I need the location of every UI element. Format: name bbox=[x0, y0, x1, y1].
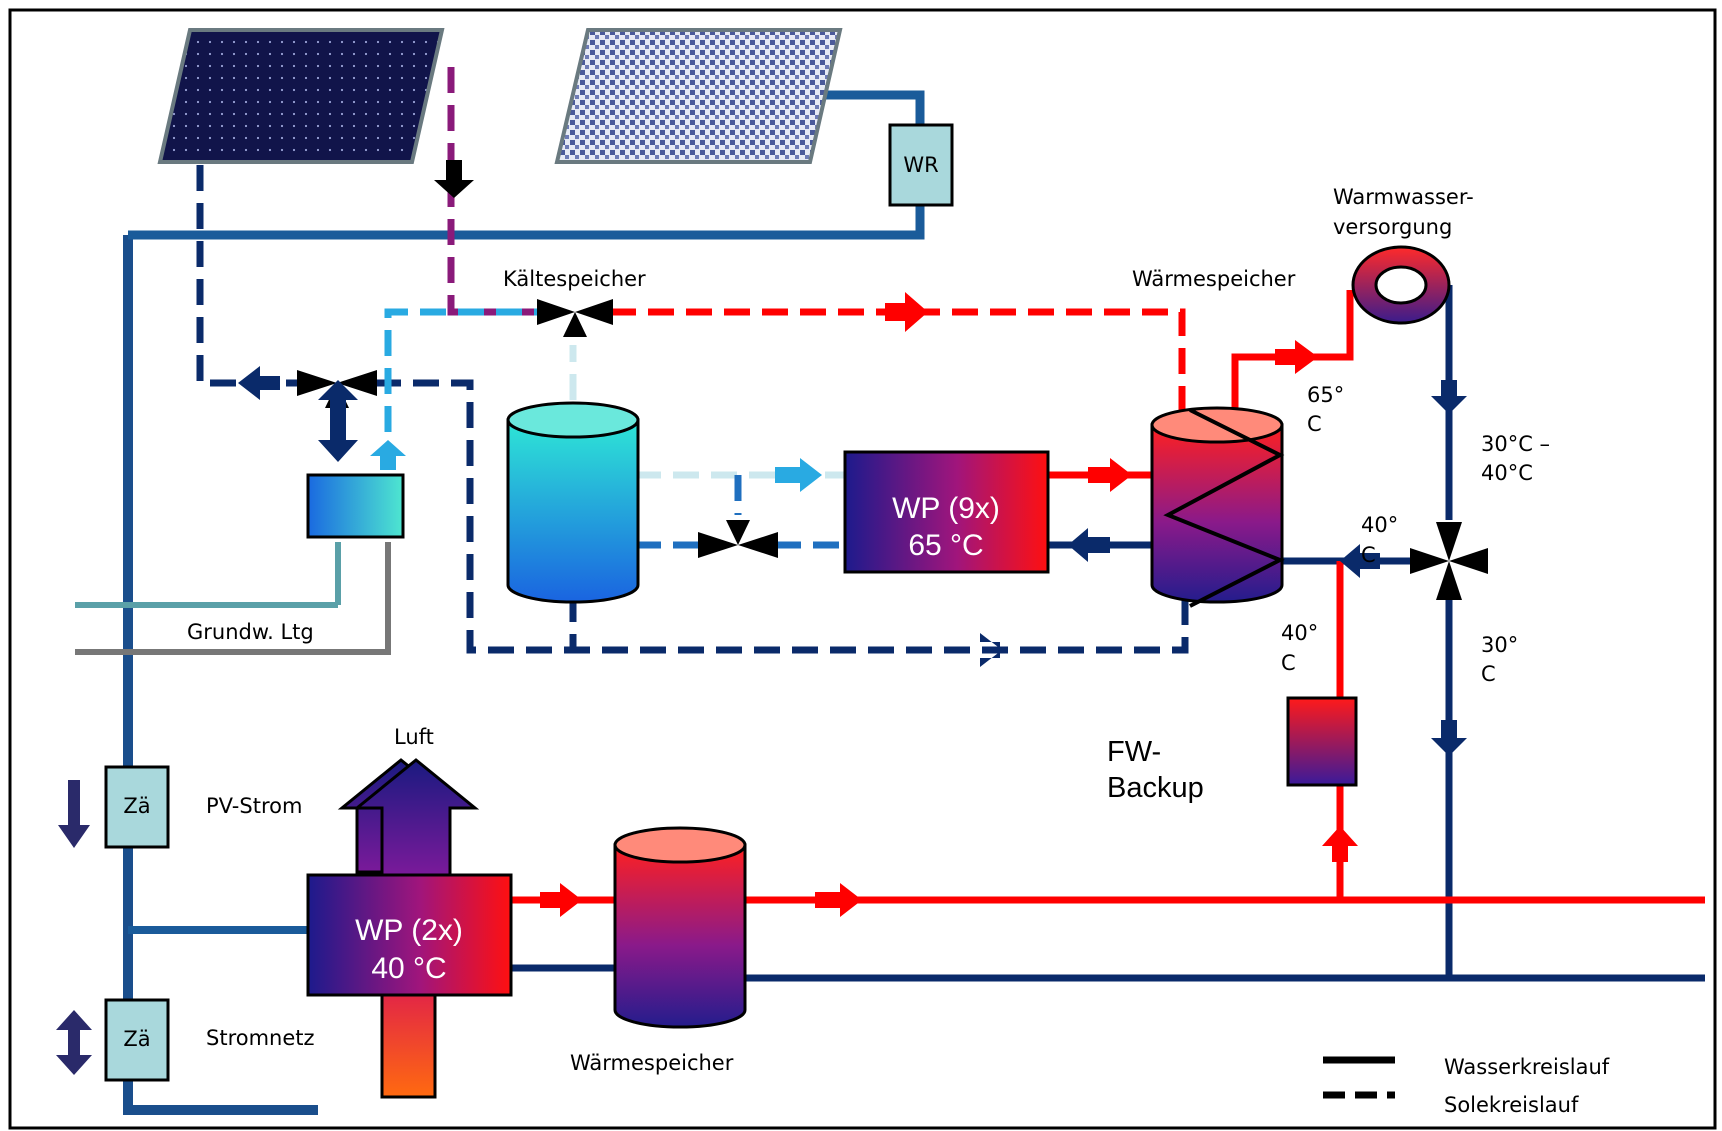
temp-3040-a: 30°C – bbox=[1481, 432, 1550, 456]
label-warmwasser-1: Warmwasser- bbox=[1333, 185, 1474, 209]
legend: Wasserkreislauf Solekreislauf bbox=[1323, 1055, 1610, 1117]
cold-storage-tank bbox=[506, 401, 640, 604]
valve-kaeltespeicher bbox=[537, 299, 613, 337]
heat-storage-tank-bottom bbox=[613, 826, 747, 1029]
temp-30-b: C bbox=[1481, 662, 1496, 686]
heat-pump-9x bbox=[843, 450, 1050, 574]
label-waermespeicher-top: Wärmespeicher bbox=[1132, 267, 1296, 291]
valve-cold-mixing bbox=[698, 520, 778, 558]
pv-panel bbox=[157, 28, 445, 164]
legend-water: Wasserkreislauf bbox=[1444, 1055, 1610, 1079]
temp-65-b: C bbox=[1307, 412, 1322, 436]
diagram-frame bbox=[8, 8, 1717, 1130]
fw-backup-unit bbox=[1286, 696, 1358, 787]
temp-40r-b: C bbox=[1361, 543, 1376, 567]
valve-mixing-right bbox=[1410, 522, 1488, 600]
temp-40l-a: 40° bbox=[1281, 621, 1318, 645]
temp-40l-b: C bbox=[1281, 651, 1296, 675]
label-stromnetz: Stromnetz bbox=[206, 1026, 315, 1050]
temp-65-a: 65° bbox=[1307, 383, 1344, 407]
meter-pv bbox=[104, 765, 170, 849]
label-pv-strom: PV-Strom bbox=[206, 794, 302, 818]
air-inlet-stem bbox=[380, 983, 437, 1099]
label-warmwasser-2: versorgung bbox=[1333, 215, 1452, 239]
temp-30-a: 30° bbox=[1481, 633, 1518, 657]
label-grundw: Grundw. Ltg bbox=[187, 620, 314, 644]
inverter-box bbox=[888, 123, 954, 207]
solar-collector bbox=[554, 28, 843, 164]
meter-grid-label: Zä bbox=[123, 1027, 150, 1051]
legend-brine: Solekreislauf bbox=[1444, 1093, 1579, 1117]
pv-pipes bbox=[123, 90, 925, 1115]
heat-pump-2x-temp: 40 °C bbox=[371, 952, 446, 985]
flow-arrows bbox=[56, 160, 1467, 1075]
temp-40r-a: 40° bbox=[1361, 513, 1398, 537]
heat-pump-2x-name: WP (2x) bbox=[355, 914, 463, 947]
label-fw-2: Backup bbox=[1107, 772, 1204, 804]
heat-pump-9x-name: WP (9x) bbox=[892, 492, 1000, 525]
air-up-arrow bbox=[352, 758, 480, 877]
meter-pv-label: Zä bbox=[123, 794, 150, 818]
heat-pump-2x bbox=[306, 873, 513, 997]
temp-3040-b: 40°C bbox=[1481, 461, 1533, 485]
heat-pump-9x-temp: 65 °C bbox=[908, 529, 983, 562]
label-fw-1: FW- bbox=[1107, 736, 1161, 768]
label-luft: Luft bbox=[394, 725, 434, 749]
meter-grid bbox=[104, 998, 170, 1082]
groundwater-heat-exchanger bbox=[306, 473, 405, 539]
label-waermespeicher-bottom: Wärmespeicher bbox=[570, 1051, 734, 1075]
label-kaeltespeicher: Kältespeicher bbox=[503, 267, 646, 291]
heat-storage-tank-top bbox=[1150, 406, 1285, 608]
inverter-label: WR bbox=[903, 153, 938, 177]
hot-water-supply bbox=[1351, 245, 1451, 325]
